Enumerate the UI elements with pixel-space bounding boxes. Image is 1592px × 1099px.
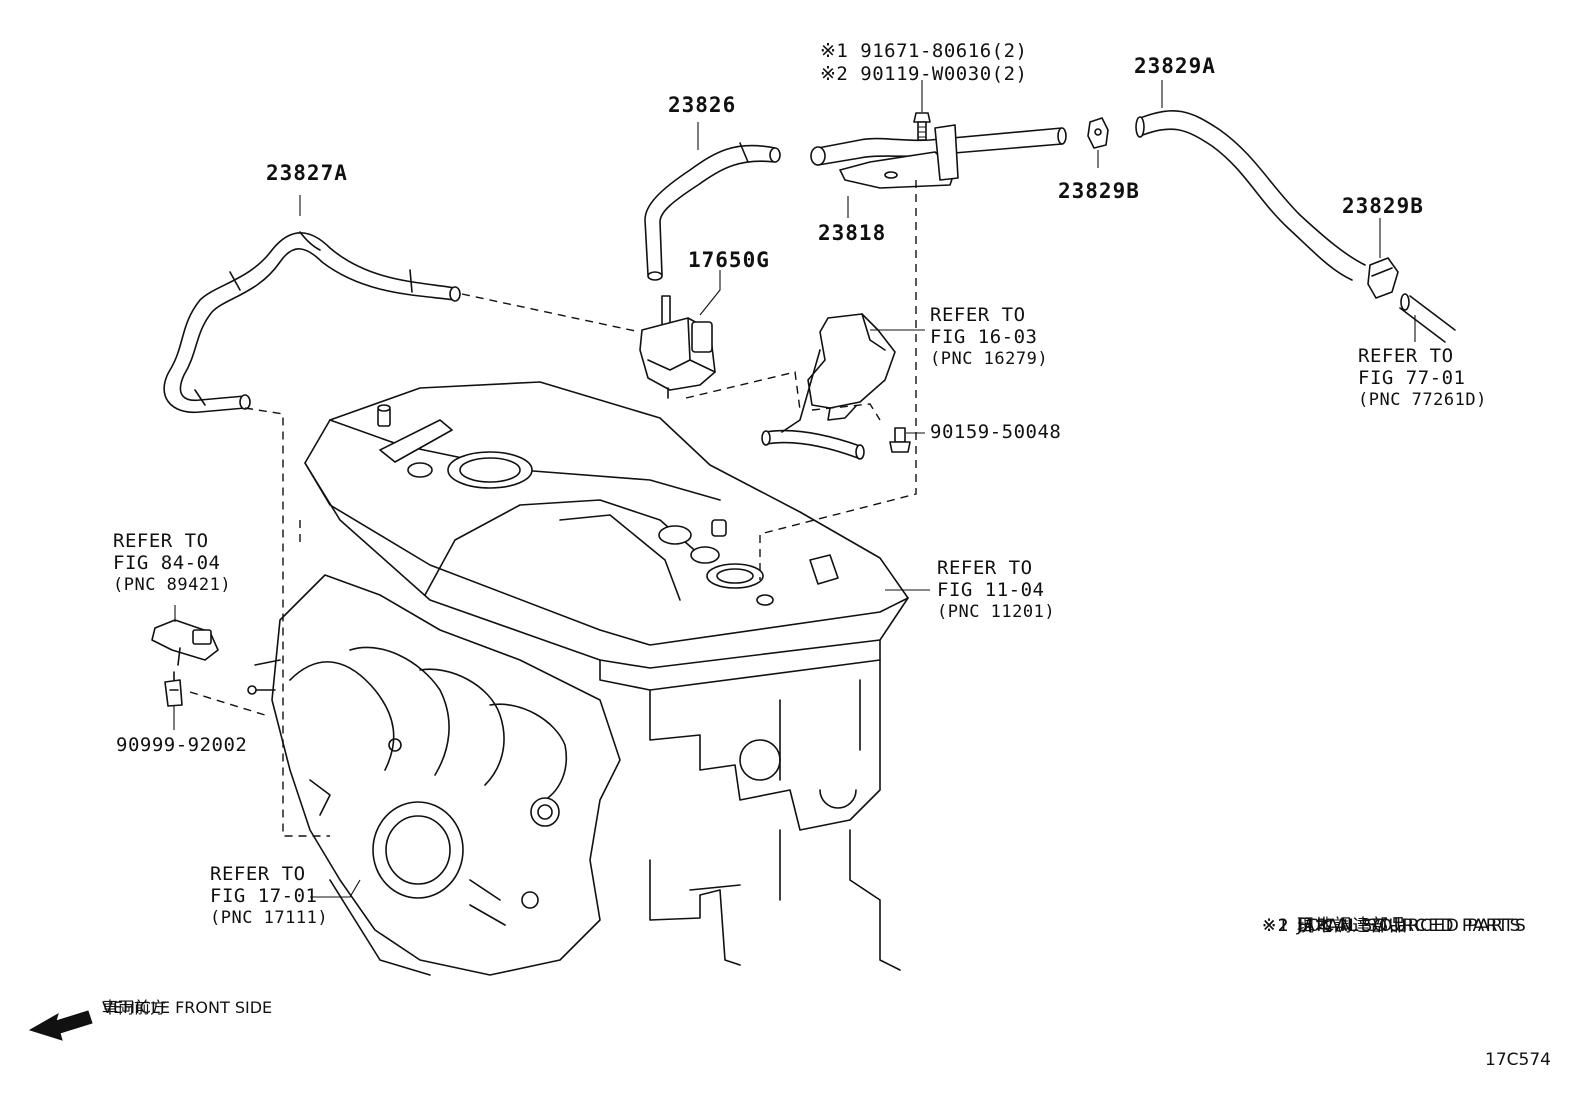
legend-line: ※1 JAPAN SOURCED PARTS	[1262, 916, 1522, 936]
part-23818: 23818	[818, 221, 887, 245]
part-17650g: 17650G	[688, 248, 770, 272]
hose-23829a[interactable]	[1136, 111, 1455, 342]
ref-line-2: FIG 17-01	[210, 885, 318, 907]
ref-line-1: REFER TO	[1358, 345, 1454, 367]
bolt-91671[interactable]	[914, 113, 930, 140]
ref-line-1: REFER TO	[937, 557, 1033, 579]
part-23827a: 23827A	[266, 161, 348, 185]
ref-line-1: REFER TO	[113, 530, 209, 552]
intake-manifold	[248, 575, 620, 975]
ref-line-2: FIG 11-04	[937, 579, 1045, 601]
part-23829b-lower: 23829B	[1342, 194, 1424, 218]
leader-lines	[174, 80, 1415, 897]
ref-fig-84-04: REFER TO FIG 84-04 (PNC 89421)	[113, 530, 231, 596]
bolt-90159[interactable]	[890, 428, 910, 452]
vsv-17650g[interactable]	[640, 296, 715, 398]
bolt-line-1: ※1 91671-80616(2)	[820, 40, 1028, 62]
bracket-16279	[762, 314, 895, 459]
ref-fig-16-03: REFER TO FIG 16-03 (PNC 16279)	[930, 304, 1048, 370]
ref-line-3: (PNC 16279)	[930, 349, 1049, 369]
figure-code: 17C574	[1485, 1050, 1551, 1070]
ref-line-3: (PNC 77261D)	[1358, 390, 1487, 410]
front-label-jp: 車両前方	[102, 998, 167, 1017]
ref-line-3: (PNC 17111)	[210, 908, 329, 928]
bolt-line-2: ※2 90119-W0030(2)	[820, 63, 1028, 85]
legend-line: ※2 LOCAL SOURCED PARTS	[1262, 916, 1528, 936]
part-23829b-upper: 23829B	[1058, 179, 1140, 203]
engine-block-outline	[300, 520, 900, 970]
fitting-90999[interactable]	[165, 672, 182, 706]
ref-line-2: FIG 77-01	[1358, 367, 1466, 389]
part-90159-50048: 90159-50048	[930, 421, 1062, 443]
part-23826: 23826	[668, 93, 737, 117]
sensor-89421	[152, 620, 218, 665]
ref-line-3: (PNC 89421)	[113, 575, 232, 595]
clamp-23829b-lower[interactable]	[1368, 258, 1398, 298]
front-label-en: VEHICLE FRONT SIDE	[102, 998, 273, 1017]
legend-line: ※1 日本調達部品	[1262, 916, 1408, 936]
ref-line-1: REFER TO	[210, 863, 306, 885]
ref-line-3: (PNC 11201)	[937, 602, 1056, 622]
ref-fig-17-01: REFER TO FIG 17-01 (PNC 17111)	[210, 863, 328, 929]
ref-fig-77-01: REFER TO FIG 77-01 (PNC 77261D)	[1358, 345, 1487, 411]
hose-23826[interactable]	[645, 143, 780, 280]
left-arrow-icon	[30, 1011, 92, 1040]
ref-line-2: FIG 16-03	[930, 326, 1038, 348]
pipe-23818[interactable]	[811, 125, 1066, 188]
hose-23827a[interactable]	[164, 232, 460, 412]
legend-line: ※2 現地調達部品	[1262, 916, 1408, 936]
clamp-23829b-upper[interactable]	[1088, 118, 1108, 148]
ref-fig-11-04: REFER TO FIG 11-04 (PNC 11201)	[937, 557, 1055, 623]
connection-lines	[190, 180, 916, 836]
part-90999-92002: 90999-92002	[116, 734, 248, 756]
part-23829a: 23829A	[1134, 54, 1216, 78]
ref-line-1: REFER TO	[930, 304, 1026, 326]
ref-line-2: FIG 84-04	[113, 552, 221, 574]
